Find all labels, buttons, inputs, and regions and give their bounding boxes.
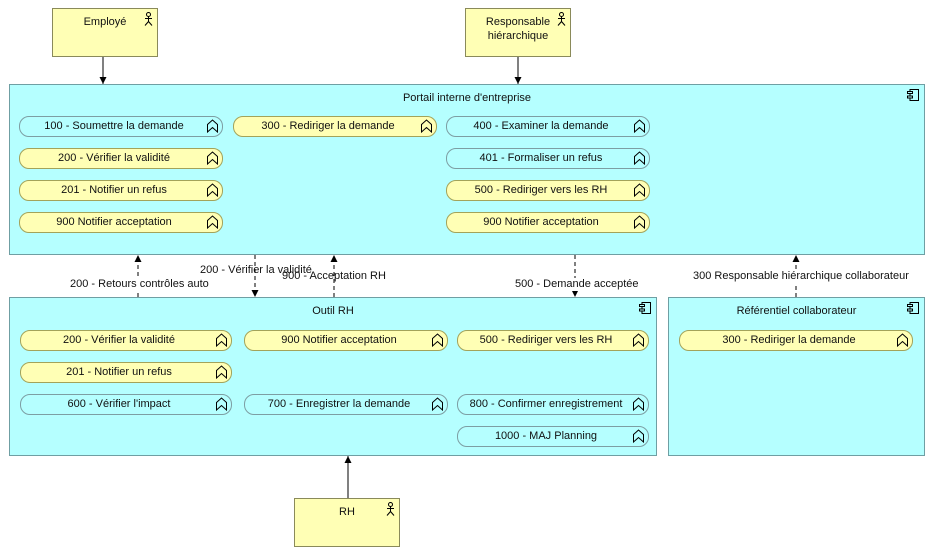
function-label: 600 - Vérifier l'impact [67, 398, 171, 410]
stick-figure-icon [386, 502, 395, 516]
function-chevron-icon [633, 397, 644, 411]
function-chevron-icon [897, 333, 908, 347]
function-label: 500 - Rediriger vers les RH [479, 334, 613, 346]
function-label: 900 Notifier acceptation [483, 216, 599, 228]
function-notifier-refus[interactable]: 201 - Notifier un refus [19, 180, 223, 201]
actor-rh[interactable]: RH [294, 498, 400, 547]
actor-employe-label: Employé [83, 16, 127, 28]
stick-figure-icon [144, 12, 153, 26]
function-notifier-acceptation-2[interactable]: 900 Notifier acceptation [446, 212, 650, 233]
function-rediriger-rh[interactable]: 500 - Rediriger vers les RH [457, 330, 649, 351]
function-label: 300 - Rediriger la demande [722, 334, 856, 346]
function-label: 800 - Confirmer enregistrement [469, 398, 623, 410]
component-icon [907, 302, 919, 314]
function-chevron-icon [207, 215, 218, 229]
function-label: 1000 - MAJ Planning [494, 430, 598, 442]
function-chevron-icon [634, 151, 645, 165]
component-icon [639, 302, 651, 314]
function-label: 401 - Formaliser un refus [479, 152, 603, 164]
function-label: 201 - Notifier un refus [61, 184, 167, 196]
function-rediriger-demande[interactable]: 300 - Rediriger la demande [679, 330, 913, 351]
function-chevron-icon [216, 333, 227, 347]
function-notifier-refus[interactable]: 201 - Notifier un refus [20, 362, 232, 383]
component-referentiel-title: Référentiel collaborateur [736, 305, 857, 317]
function-chevron-icon [432, 333, 443, 347]
function-rediriger-rh[interactable]: 500 - Rediriger vers les RH [446, 180, 650, 201]
flow-label-verifier-validite: 200 - Vérifier la validité [200, 264, 312, 276]
component-portail[interactable]: Portail interne d'entreprise 100 - Soume… [9, 84, 925, 255]
actor-responsable[interactable]: Responsable hiérarchique [465, 8, 571, 57]
function-rediriger-demande[interactable]: 300 - Rediriger la demande [233, 116, 437, 137]
flow-label-demande-acceptee: 500 - Demande acceptée [513, 278, 641, 291]
function-examiner-demande[interactable]: 400 - Examiner la demande [446, 116, 650, 137]
component-outil-rh[interactable]: Outil RH 200 - Vérifier la validité 201 … [9, 297, 657, 456]
component-icon [907, 89, 919, 101]
function-label: 500 - Rediriger vers les RH [474, 184, 608, 196]
function-chevron-icon [634, 119, 645, 133]
flow-label-acceptation-rh: 900 - Acceptation RH [282, 270, 386, 282]
function-confirmer-enregistrement[interactable]: 800 - Confirmer enregistrement [457, 394, 649, 415]
function-verifier-impact[interactable]: 600 - Vérifier l'impact [20, 394, 232, 415]
flow-label-retours-controles: 200 - Retours contrôles auto [68, 278, 211, 291]
function-notifier-acceptation[interactable]: 900 Notifier acceptation [19, 212, 223, 233]
function-chevron-icon [421, 119, 432, 133]
function-label: 201 - Notifier un refus [66, 366, 172, 378]
actor-rh-label: RH [339, 506, 355, 518]
function-chevron-icon [633, 429, 644, 443]
function-chevron-icon [633, 333, 644, 347]
function-verifier-validite[interactable]: 200 - Vérifier la validité [20, 330, 232, 351]
component-outil-rh-title: Outil RH [312, 305, 354, 317]
function-chevron-icon [207, 119, 218, 133]
function-soumettre-demande[interactable]: 100 - Soumettre la demande [19, 116, 223, 137]
function-label: 400 - Examiner la demande [473, 120, 609, 132]
function-chevron-icon [634, 215, 645, 229]
function-chevron-icon [207, 183, 218, 197]
function-label: 700 - Enregistrer la demande [267, 398, 411, 410]
function-label: 900 Notifier acceptation [281, 334, 397, 346]
component-portail-title: Portail interne d'entreprise [402, 92, 532, 104]
function-label: 200 - Vérifier la validité [58, 152, 170, 164]
flow-label-responsable-collaborateur: 300 Responsable hiérarchique collaborate… [691, 270, 911, 283]
actor-employe[interactable]: Employé [52, 8, 158, 57]
function-enregistrer-demande[interactable]: 700 - Enregistrer la demande [244, 394, 448, 415]
function-chevron-icon [207, 151, 218, 165]
actor-responsable-label: Responsable hiérarchique [485, 16, 551, 42]
function-verifier-validite[interactable]: 200 - Vérifier la validité [19, 148, 223, 169]
function-chevron-icon [634, 183, 645, 197]
component-referentiel[interactable]: Référentiel collaborateur 300 - Redirige… [668, 297, 925, 456]
function-label: 900 Notifier acceptation [56, 216, 172, 228]
function-label: 100 - Soumettre la demande [44, 120, 184, 132]
function-label: 200 - Vérifier la validité [63, 334, 175, 346]
function-chevron-icon [432, 397, 443, 411]
function-notifier-acceptation[interactable]: 900 Notifier acceptation [244, 330, 448, 351]
function-chevron-icon [216, 397, 227, 411]
function-label: 300 - Rediriger la demande [261, 120, 395, 132]
stick-figure-icon [557, 12, 566, 26]
function-formaliser-refus[interactable]: 401 - Formaliser un refus [446, 148, 650, 169]
function-maj-planning[interactable]: 1000 - MAJ Planning [457, 426, 649, 447]
function-chevron-icon [216, 365, 227, 379]
